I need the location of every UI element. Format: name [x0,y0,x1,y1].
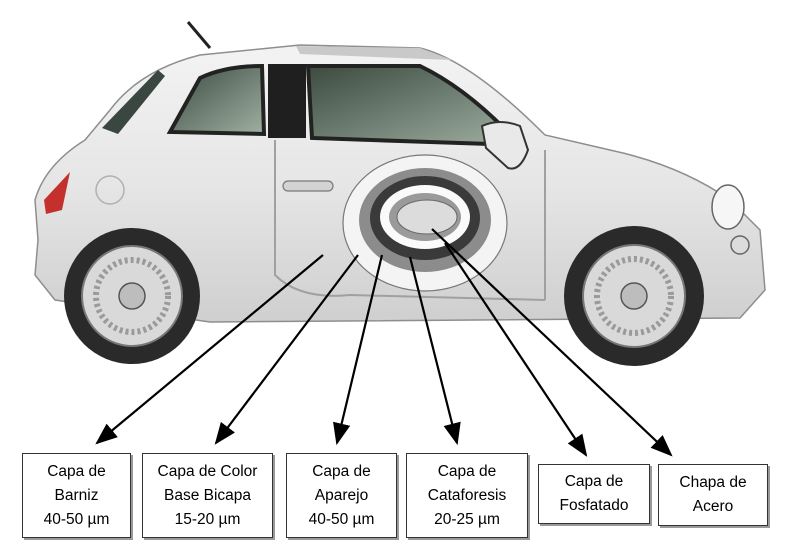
rear-wheel [64,228,200,364]
label-color-base-line-2: Base Bicapa [163,486,252,504]
fog-light [730,235,750,255]
arrow-color-base [214,254,359,445]
label-barniz-line-2: Barniz [54,486,99,504]
label-fosfatado-line-2: Fosfatado [559,497,629,514]
label-barniz-line-3: 40-50 µm [43,510,110,528]
front-wheel [564,226,704,366]
door-handle [282,180,334,192]
b-pillar [268,64,306,138]
label-acero-line-2: Acero [692,498,734,515]
arrows [95,228,673,457]
label-aparejo-line-3: 40-50 µm [308,510,375,528]
arrow-fosfatado [444,242,588,457]
arrow-barniz [95,254,324,445]
arrow-aparejo [333,254,384,446]
antenna [186,21,212,49]
arrow-acero [431,228,673,457]
arrow-cataforesis [408,256,461,446]
rear-window [166,63,267,137]
paint-layers-target [342,154,508,292]
label-cataforesis-line-2: Cataforesis [427,486,507,504]
tail-light [44,172,70,214]
label-barniz: Capa de Barniz 40-50 µm [22,453,131,538]
label-cataforesis: Capa de Cataforesis 20-25 µm [406,453,528,538]
label-aparejo-line-2: Aparejo [314,486,369,504]
label-aparejo: Capa de Aparejo 40-50 µm [286,453,397,538]
rear-quarter-glass [102,70,165,134]
headlight [711,184,745,230]
layer-ring-acero [396,199,458,235]
label-aparejo-line-1: Capa de [312,462,371,480]
label-barniz-line-1: Capa de [47,462,106,480]
label-cataforesis-line-3: 20-25 µm [434,510,500,528]
label-color-base-line-3: 15-20 µm [174,510,241,528]
label-cataforesis-line-1: Capa de [437,462,497,480]
fuel-cap [95,175,125,205]
label-color-base-line-1: Capa de Color [157,462,258,480]
label-fosfatado: Capa de Fosfatado [538,464,650,524]
door-line [274,140,546,301]
label-color-base: Capa de Color Base Bicapa 15-20 µm [142,453,273,538]
car [34,21,766,366]
roof-strip [296,46,452,60]
label-fosfatado-line-1: Capa de [564,473,624,490]
label-acero-line-1: Chapa de [679,474,747,491]
mirror [480,121,530,170]
label-acero: Chapa de Acero [658,464,768,526]
